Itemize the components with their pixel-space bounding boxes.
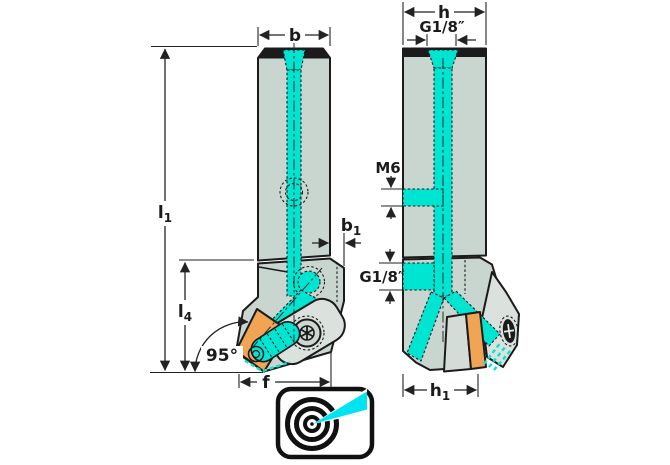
side-coolant-stream-3 xyxy=(493,349,512,371)
beam-mask xyxy=(313,388,367,424)
side-coolant-port-m6 xyxy=(402,188,444,207)
dim-label-l1-sub: 1 xyxy=(164,211,172,225)
dim-label-h1: h1 xyxy=(430,381,450,403)
dim-label-l1: l1 xyxy=(158,203,172,225)
front-coolant-stream xyxy=(238,355,263,373)
front-coolant-stream-2 xyxy=(262,360,291,373)
dim-label-b1-base: b xyxy=(341,216,353,236)
front-view-dimensions: b l1 l4 b1 95° f xyxy=(150,26,361,393)
dim-label-b: b xyxy=(289,26,301,46)
dim-label-h: h xyxy=(438,3,450,23)
precision-coolant-target-icon xyxy=(275,386,375,460)
dim-label-l4-sub: 4 xyxy=(184,310,192,324)
dim-label-b1: b1 xyxy=(341,216,362,238)
dim-label-h1-base: h xyxy=(430,381,442,401)
label-bg-f xyxy=(257,374,275,390)
dim-label-angle: 95° xyxy=(206,346,238,366)
side-coolant-stream-1 xyxy=(483,341,502,365)
side-insert xyxy=(465,311,487,370)
side-view xyxy=(402,47,520,373)
dim-label-b1-sub: 1 xyxy=(353,224,361,238)
label-bg-b xyxy=(285,26,305,43)
dim-label-g18-top: G1/8″ xyxy=(419,18,465,36)
target-rings-icon xyxy=(285,397,339,451)
side-coolant-port-g18 xyxy=(402,262,435,291)
label-bg-h xyxy=(435,3,454,20)
front-coolant-chamber xyxy=(297,270,321,294)
dim-label-l1-base: l xyxy=(158,203,164,223)
label-bg-angle xyxy=(201,346,243,364)
side-clamp-screw xyxy=(499,315,519,347)
front-head-centerline xyxy=(251,267,323,349)
dim-label-m6: M6 xyxy=(375,159,400,177)
side-coolant-stream-2 xyxy=(488,345,507,368)
front-cross-hole-outer xyxy=(279,177,309,207)
side-view-dimensions: h G1/8″ M6 G1/8″ h1 xyxy=(359,2,487,403)
label-bg-l1 xyxy=(154,201,177,226)
coolant-beam-icon xyxy=(313,391,367,424)
dim-label-l4: l4 xyxy=(178,302,192,324)
dim-label-f: f xyxy=(262,373,270,393)
side-coolant-branch-left xyxy=(406,291,445,362)
front-view xyxy=(235,42,346,373)
label-bg-h1 xyxy=(427,381,454,399)
dim-label-h1-sub: 1 xyxy=(442,389,450,403)
angle-arc xyxy=(189,316,249,373)
dim-label-g18-side: G1/8″ xyxy=(359,268,405,286)
dim-label-l4-base: l xyxy=(178,302,184,322)
